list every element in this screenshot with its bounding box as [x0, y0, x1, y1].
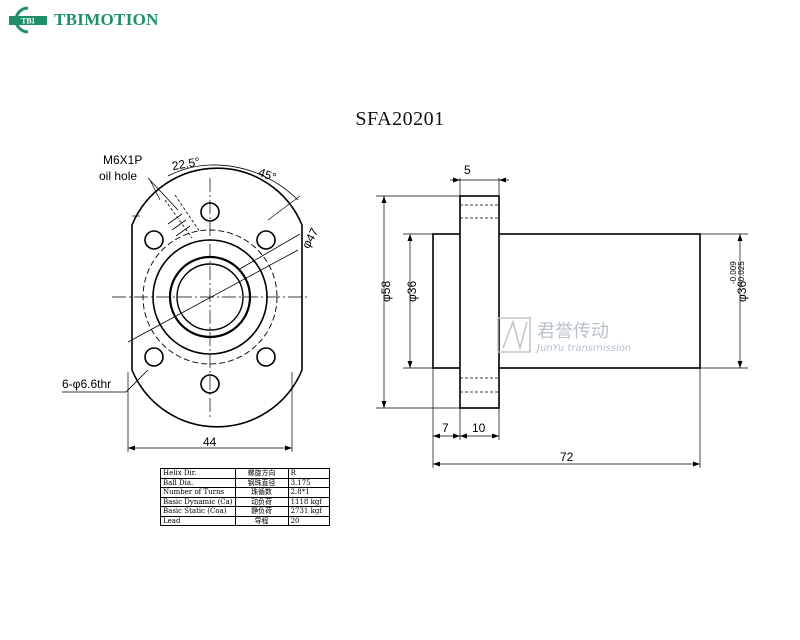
- diagonal-line: [127, 249, 299, 343]
- mount-hole: [256, 347, 276, 367]
- front-view: [62, 164, 308, 452]
- body-dia-left-label: φ36: [405, 281, 419, 302]
- watermark-en: JunYu transmission: [535, 343, 631, 354]
- spec-cell-val: R: [287, 468, 330, 479]
- spec-cell-cn: 动负荷: [234, 496, 289, 507]
- mount-hole: [144, 347, 164, 367]
- side-view: [376, 177, 748, 468]
- spec-cell-cn: 螺旋方向: [234, 468, 289, 479]
- spec-cell-en: Lead: [160, 515, 236, 526]
- spec-cell-val: 2731 kgf: [287, 506, 330, 517]
- spec-cell-cn: 钢珠直径: [234, 477, 289, 488]
- oil-hole-spec: M6X1P: [103, 153, 142, 167]
- flange-thickness-label: 5: [464, 163, 471, 177]
- spec-cell-en: Basic Static (Coa): [160, 506, 236, 517]
- tbi-logo-icon: TBI: [9, 6, 47, 34]
- flange-dia-label: φ58: [379, 281, 393, 302]
- oil-hole-leader: [147, 177, 179, 211]
- width-label: 44: [203, 435, 217, 449]
- model-title: SFA20201: [355, 108, 445, 130]
- angle-45-label: 45°: [256, 165, 278, 184]
- spec-cell-en: Helix Dir.: [160, 468, 236, 479]
- spec-cell-en: Number of Turns: [160, 487, 236, 498]
- spec-cell-cn: 导程: [234, 515, 289, 526]
- watermark-cn: 君誉传动: [537, 321, 609, 342]
- angle-arc-22: [167, 164, 211, 177]
- oil-hole-label: oil hole: [99, 169, 137, 183]
- bore-inner: [176, 263, 244, 331]
- dim-b-label: 10: [472, 421, 486, 435]
- watermark: 君誉传动 JunYu transmission: [497, 317, 631, 354]
- spec-cell-en: Ball Dia.: [160, 477, 236, 488]
- pcd-leader: [237, 233, 301, 271]
- mount-hole: [144, 230, 164, 250]
- dim-a-label: 7: [442, 421, 449, 435]
- mount-hole: [256, 230, 276, 250]
- logo-mark-text: TBI: [21, 17, 35, 26]
- tolerance-top: -0.009: [729, 261, 738, 284]
- holes-label: 6-φ6.6thr: [62, 377, 111, 391]
- length-label: 72: [560, 450, 574, 464]
- angle-22-label: 22.5°: [171, 154, 201, 173]
- spec-cell-en: Basic Dynamic (Ca): [160, 496, 236, 507]
- spec-cell-val: 1118 kgf: [287, 496, 330, 507]
- spec-cell-val: 3.175: [287, 477, 330, 488]
- spec-cell-cn: 静负荷: [234, 506, 289, 517]
- spec-cell-val: 2.8*1: [287, 487, 330, 498]
- spec-cell-cn: 珠循数: [234, 487, 289, 498]
- junyu-logo-icon: [497, 317, 531, 353]
- body-cylinder: [432, 233, 701, 369]
- brand-logo: TBI TBIMOTION: [6, 6, 159, 34]
- flange: [459, 195, 500, 409]
- spec-cell-val: 20: [287, 515, 330, 526]
- angle-arc-45: [209, 164, 299, 201]
- holes-leader: [62, 369, 149, 393]
- flange-outline: [131, 167, 303, 428]
- logo-text: TBIMOTION: [54, 10, 159, 29]
- tolerance-bottom: -0.025: [737, 261, 746, 284]
- body-dia-right-label: φ36: [735, 281, 749, 302]
